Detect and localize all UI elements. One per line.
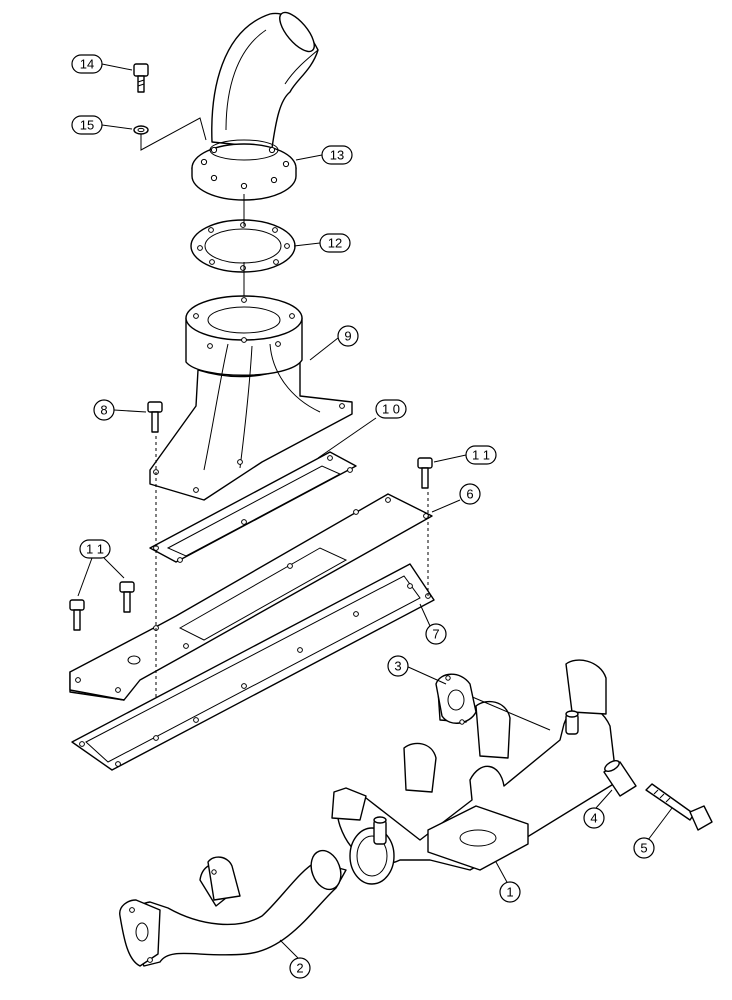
svg-text:12: 12 <box>328 236 342 251</box>
svg-text:9: 9 <box>344 329 351 344</box>
bolt-part-14 <box>133 63 149 93</box>
callout-3: 3 <box>387 655 409 677</box>
callout-11-left: 1 1 <box>79 539 111 559</box>
manifold-gasket-part-7 <box>71 563 435 771</box>
callout-9: 9 <box>337 325 359 347</box>
svg-text:14: 14 <box>80 57 94 72</box>
callout-15: 15 <box>71 115 103 135</box>
callout-5: 5 <box>633 837 655 859</box>
leader-lines <box>77 63 673 961</box>
svg-text:1: 1 <box>506 885 513 900</box>
svg-text:1 1: 1 1 <box>86 542 104 557</box>
svg-text:1 0: 1 0 <box>382 402 400 417</box>
port-gasket-part-3 <box>435 673 477 725</box>
callout-6: 6 <box>459 483 481 505</box>
svg-text:15: 15 <box>80 118 94 133</box>
bolt-part-8 <box>147 401 163 433</box>
svg-text:1 1: 1 1 <box>472 448 490 463</box>
callout-2: 2 <box>289 957 311 979</box>
elbow-pipe-part-13 <box>191 11 319 201</box>
svg-text:2: 2 <box>296 961 303 976</box>
bolt-part-11-left-a <box>69 599 85 631</box>
callout-14: 14 <box>71 54 103 74</box>
callout-8: 8 <box>93 399 115 421</box>
callout-7: 7 <box>425 623 447 645</box>
flange-gasket-part-12 <box>190 219 296 273</box>
svg-text:3: 3 <box>394 659 401 674</box>
svg-text:6: 6 <box>466 487 473 502</box>
washer-part-15 <box>133 125 149 135</box>
spacer-part-4 <box>603 760 637 797</box>
front-exhaust-manifold-part-2 <box>119 849 347 967</box>
callout-13: 13 <box>321 145 353 165</box>
adapter-gasket-part-10 <box>149 451 357 563</box>
bolt-part-11-left-b <box>119 581 135 613</box>
callout-11-upper: 1 1 <box>465 445 497 465</box>
svg-text:7: 7 <box>432 627 439 642</box>
svg-text:8: 8 <box>100 403 107 418</box>
turbo-adapter-part-9 <box>149 295 353 501</box>
svg-text:13: 13 <box>330 148 344 163</box>
callout-1: 1 <box>499 881 521 903</box>
svg-text:4: 4 <box>590 811 597 826</box>
bolt-part-11-upper <box>417 457 433 489</box>
svg-text:5: 5 <box>640 841 647 856</box>
callout-10: 1 0 <box>375 399 407 419</box>
manifold-cover-part-6 <box>69 493 433 701</box>
callout-4: 4 <box>583 807 605 829</box>
rear-exhaust-manifold-part-1 <box>331 659 621 885</box>
bolt-part-5 <box>645 783 713 831</box>
callout-12: 12 <box>319 233 351 253</box>
